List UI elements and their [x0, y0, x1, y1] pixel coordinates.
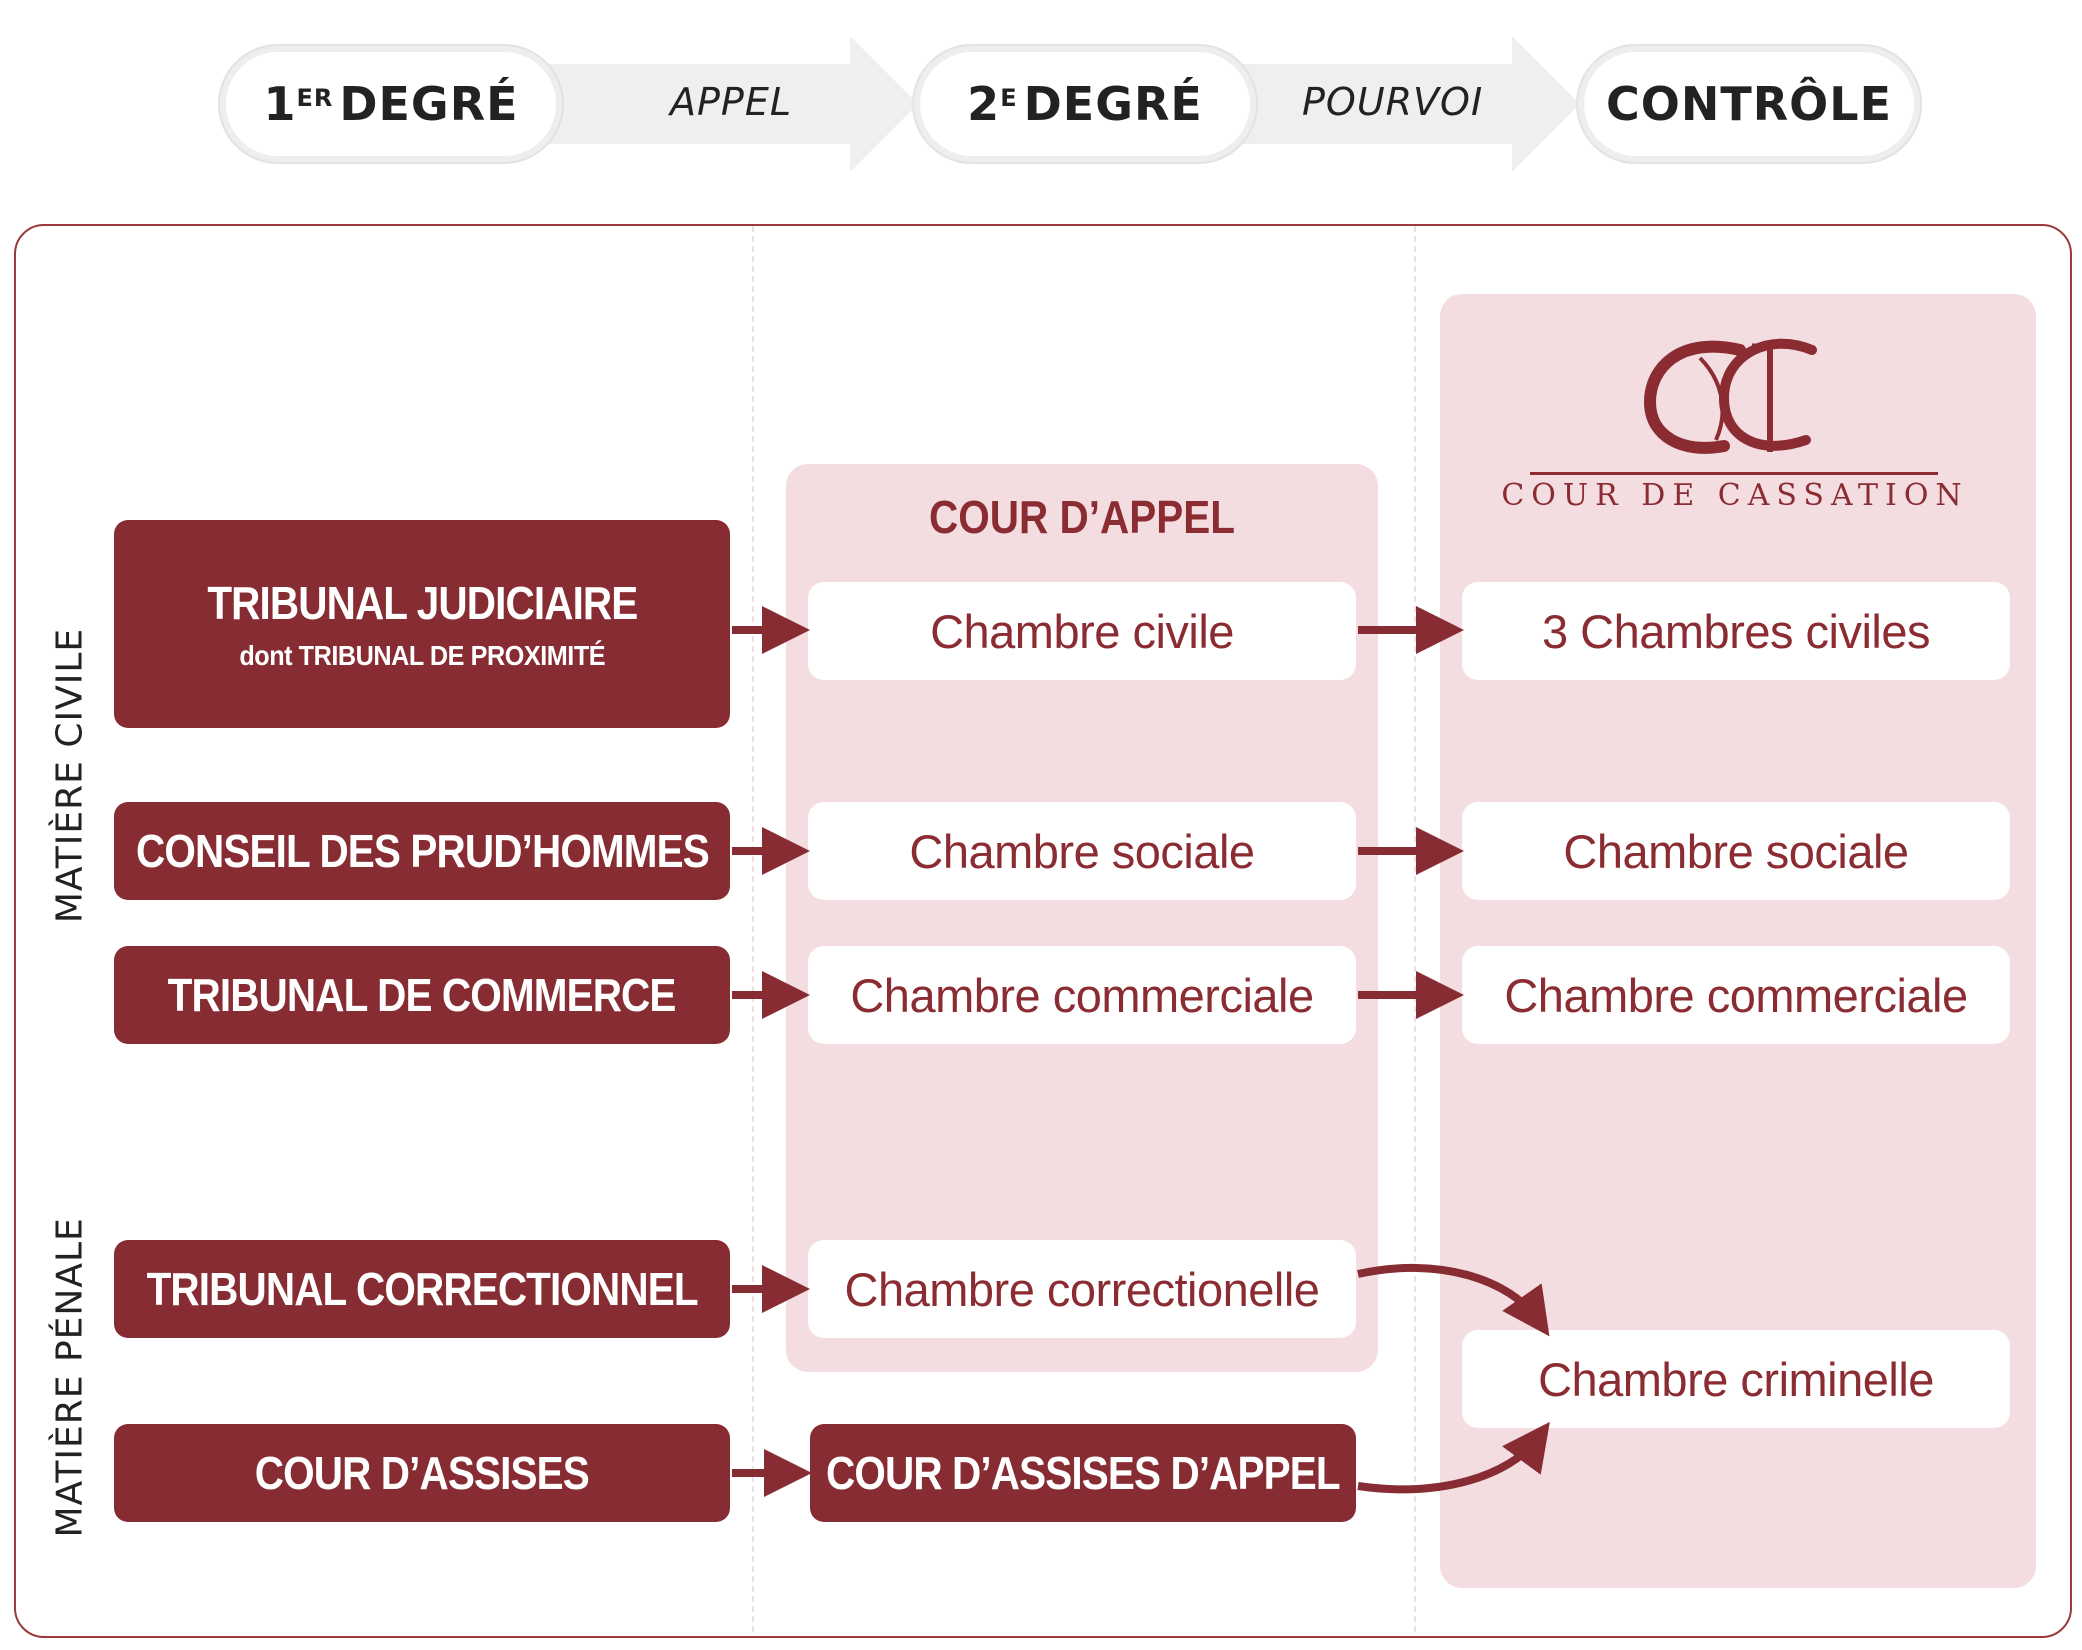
tribunal-proximite-label: dont TRIBUNAL DE PROXIMITÉ [239, 640, 605, 671]
appel-arrow-shape [500, 36, 918, 172]
matiere-civile-label: MATIÈRE CIVILE [49, 627, 91, 924]
cassation-chambre-sociale-box: Chambre sociale [1462, 802, 2010, 900]
second-degree-label: DEGRÉ [1023, 77, 1203, 131]
cassation-chambres-civiles-box: 3 Chambres civiles [1462, 582, 2010, 680]
appel-chambre-civile-box: Chambre civile [808, 582, 1356, 680]
pourvoi-label: POURVOI [1302, 80, 1484, 124]
cour-assises-appel-box: COUR D’ASSISES D’APPEL [810, 1424, 1356, 1522]
first-degree-label: DEGRÉ [339, 77, 519, 131]
cassation-chambre-criminelle-box: Chambre criminelle [1462, 1330, 2010, 1428]
matiere-penale-label: MATIÈRE PÉNALE [49, 1217, 91, 1538]
tribunal-commerce-box: TRIBUNAL DE COMMERCE [114, 946, 730, 1044]
appel-chambre-commerciale-box: Chambre commerciale [808, 946, 1356, 1044]
controle-pill: CONTRÔLE [1584, 52, 1914, 156]
tribunal-correctionnel-box: TRIBUNAL CORRECTIONNEL [114, 1240, 730, 1338]
tribunal-judiciaire-label: TRIBUNAL JUDICIAIRE [206, 577, 638, 629]
conseil-prudhommes-label: CONSEIL DES PRUD’HOMMES [135, 825, 710, 877]
cour-assises-label: COUR D’ASSISES [254, 1447, 590, 1499]
first-degree-suffix: ER [296, 84, 334, 112]
cour-assises-appel-label: COUR D’ASSISES D’APPEL [826, 1447, 1341, 1499]
progression-arrow-band [500, 36, 1580, 172]
tribunal-judiciaire-box: TRIBUNAL JUDICIAIRE dont TRIBUNAL DE PRO… [114, 520, 730, 728]
appel-chambre-correctionnelle-box: Chambre correctionelle [808, 1240, 1356, 1338]
cour-appel-title: COUR D’APPEL [929, 491, 1235, 543]
tribunal-correctionnel-label: TRIBUNAL CORRECTIONNEL [146, 1263, 698, 1315]
diagram-frame [14, 224, 2072, 1638]
cassation-chambre-commerciale-box: Chambre commerciale [1462, 946, 2010, 1044]
controle-label: CONTRÔLE [1606, 77, 1892, 131]
pourvoi-arrow-shape [1160, 36, 1580, 172]
column-divider-2 [1414, 226, 1416, 1632]
appel-label: APPEL [670, 80, 793, 124]
cour-assises-box: COUR D’ASSISES [114, 1424, 730, 1522]
conseil-prudhommes-box: CONSEIL DES PRUD’HOMMES [114, 802, 730, 900]
second-degree-number: 2 [967, 77, 1001, 131]
first-degree-number: 1 [263, 77, 297, 131]
cour-cassation-logo-text: COUR DE CASSATION [1501, 478, 1969, 513]
cour-cassation-logo-icon [1643, 338, 1817, 454]
appel-chambre-sociale-box: Chambre sociale [808, 802, 1356, 900]
logo-rule [1530, 472, 1938, 475]
second-degree-suffix: E [1000, 84, 1018, 112]
tribunal-commerce-label: TRIBUNAL DE COMMERCE [168, 969, 677, 1021]
column-divider-1 [752, 226, 754, 1632]
